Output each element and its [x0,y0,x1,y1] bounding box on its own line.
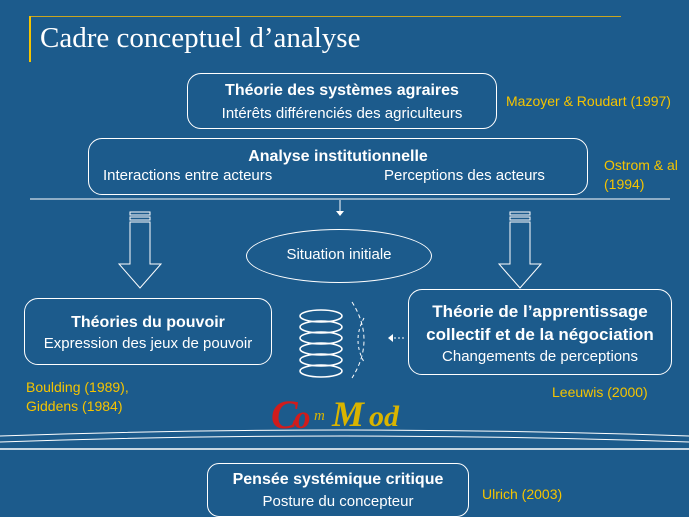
arrow-to-situation-head [336,211,344,216]
power-theories-title: Théories du pouvoir [71,314,225,331]
agrarian-systems-reference: Mazoyer & Roudart (1997) [506,93,671,109]
collective-learning-title-line1: Théorie de l’apprentissage [432,302,648,321]
power-reference-line1: Boulding (1989), [26,379,129,395]
right-down-arrow [497,211,543,289]
institutional-analysis-left: Interactions entre acteurs [103,167,273,184]
slide-title: Cadre conceptuel d’analyse [40,22,361,54]
learning-reference: Leeuwis (2000) [552,384,648,400]
institutional-reference-line1: Ostrom & al [604,157,678,173]
collective-learning-subtitle: Changements de perceptions [442,348,638,365]
svg-text:od: od [369,400,400,433]
institutional-analysis-title: Analyse institutionnelle [248,148,428,165]
feedback-arc-inner [357,317,365,363]
title-rule [29,16,621,17]
power-reference-line2: Giddens (1984) [26,398,123,414]
institutional-analysis-right: Perceptions des acteurs [384,167,545,184]
svg-text:m: m [314,408,325,424]
power-theories-subtitle: Expression des jeux de pouvoir [43,335,253,352]
left-down-arrow [117,211,163,289]
institutional-analysis-box: Analyse institutionnelle [88,138,588,195]
initial-situation-ellipse: Situation initiale [246,229,432,283]
separator-wave-2 [0,435,689,443]
spiral-coil [299,309,343,378]
power-theories-box: Théories du pouvoir Expression des jeux … [24,298,272,365]
agrarian-systems-title: Théorie des systèmes agraires [225,82,459,99]
critical-systems-box: Pensée systémique critique Posture du co… [207,463,469,517]
svg-text:M: M [331,394,366,434]
title-accent-bar [29,16,31,62]
arrow-from-learning-head [388,334,393,342]
institutional-reference-line2: (1994) [604,176,645,192]
critical-systems-title: Pensée systémique critique [232,471,444,488]
collective-learning-title-line2: collectif et de la négociation [426,325,654,344]
svg-text:C: C [271,392,299,437]
agrarian-systems-box: Théorie des systèmes agraires Intérêts d… [187,73,497,129]
feedback-arc-outer [351,301,365,379]
separator-wave-1 [0,429,689,437]
collective-learning-box: Théorie de l’apprentissage collectif et … [408,289,672,375]
critical-systems-subtitle: Posture du concepteur [262,493,414,510]
initial-situation-label: Situation initiale [286,246,392,263]
svg-text:o: o [294,400,311,436]
agrarian-systems-subtitle: Intérêts différenciés des agriculteurs [221,105,463,122]
critical-systems-reference: Ulrich (2003) [482,486,563,502]
